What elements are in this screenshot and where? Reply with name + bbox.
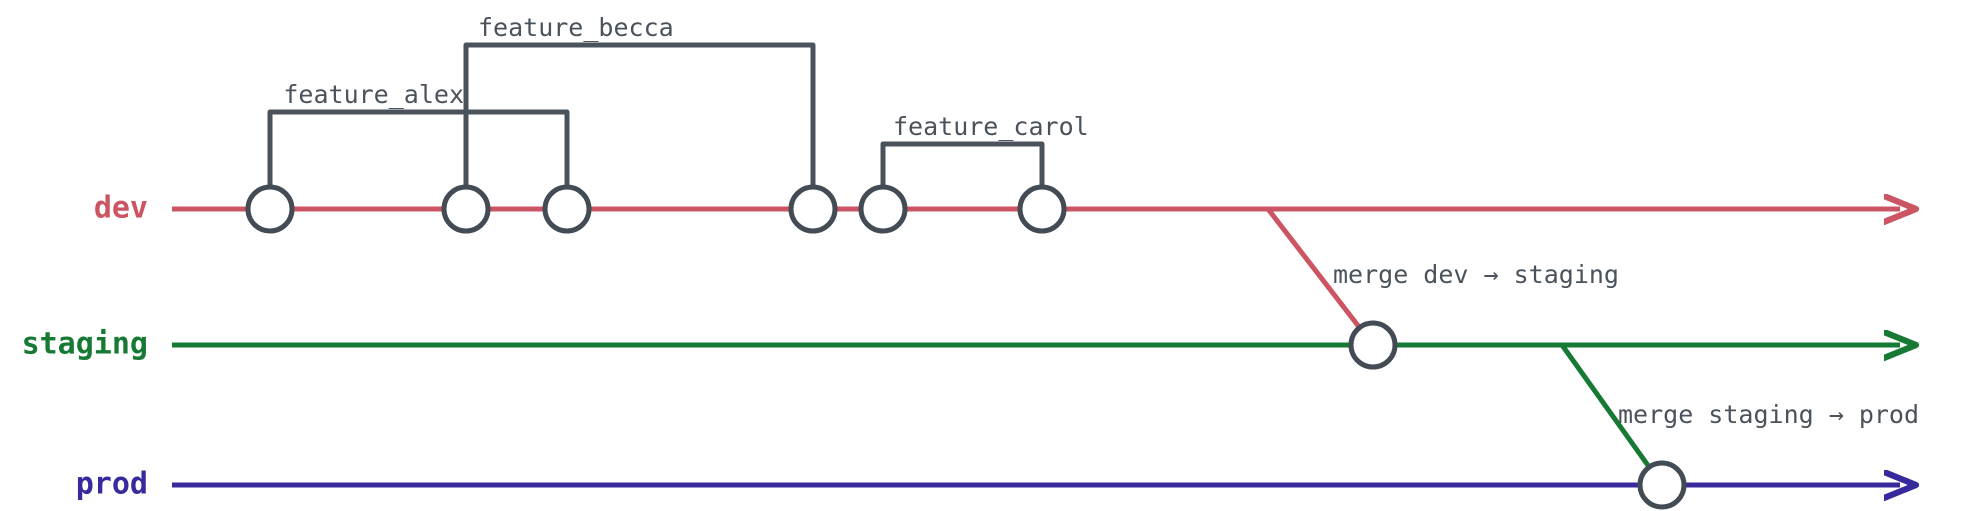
- feature-label-feature_becca: feature_becca: [478, 13, 674, 42]
- commit-node[interactable]: [245, 184, 295, 234]
- merge-commit-node-staging[interactable]: [1348, 320, 1398, 370]
- feature-bracket-path: [880, 141, 1045, 212]
- branch-label-staging: staging: [22, 327, 148, 362]
- commit-node[interactable]: [542, 184, 592, 234]
- feature-branch-feature_alex: feature_alex: [267, 80, 570, 212]
- feature-bracket-path: [463, 42, 816, 212]
- feature-bracket-path: [267, 109, 570, 212]
- merge-staging-prod: merge staging → prod: [1559, 342, 1919, 488]
- branch-label-prod: prod: [76, 467, 148, 502]
- merge-dev-staging: merge dev → staging: [1265, 206, 1619, 348]
- merge-line: [1559, 342, 1665, 488]
- commit-node[interactable]: [788, 184, 838, 234]
- commit-node[interactable]: [858, 184, 908, 234]
- branch-label-dev: dev: [94, 191, 148, 226]
- feature-label-feature_carol: feature_carol: [893, 112, 1089, 141]
- merge-line: [1265, 206, 1376, 348]
- feature-label-feature_alex: feature_alex: [283, 80, 464, 109]
- branch-lane-dev: dev: [94, 191, 1900, 226]
- merge-commit-node-prod[interactable]: [1637, 460, 1687, 510]
- branch-lane-prod: prod: [76, 467, 1900, 502]
- feature-branch-feature_carol: feature_carol: [880, 112, 1089, 212]
- feature-branch-feature_becca: feature_becca: [463, 13, 816, 212]
- merge-label-staging-prod: merge staging → prod: [1618, 400, 1919, 429]
- commit-node[interactable]: [1017, 184, 1067, 234]
- commit-node[interactable]: [441, 184, 491, 234]
- branch-lane-staging: staging: [22, 327, 1900, 362]
- merge-label-dev-staging: merge dev → staging: [1333, 260, 1619, 289]
